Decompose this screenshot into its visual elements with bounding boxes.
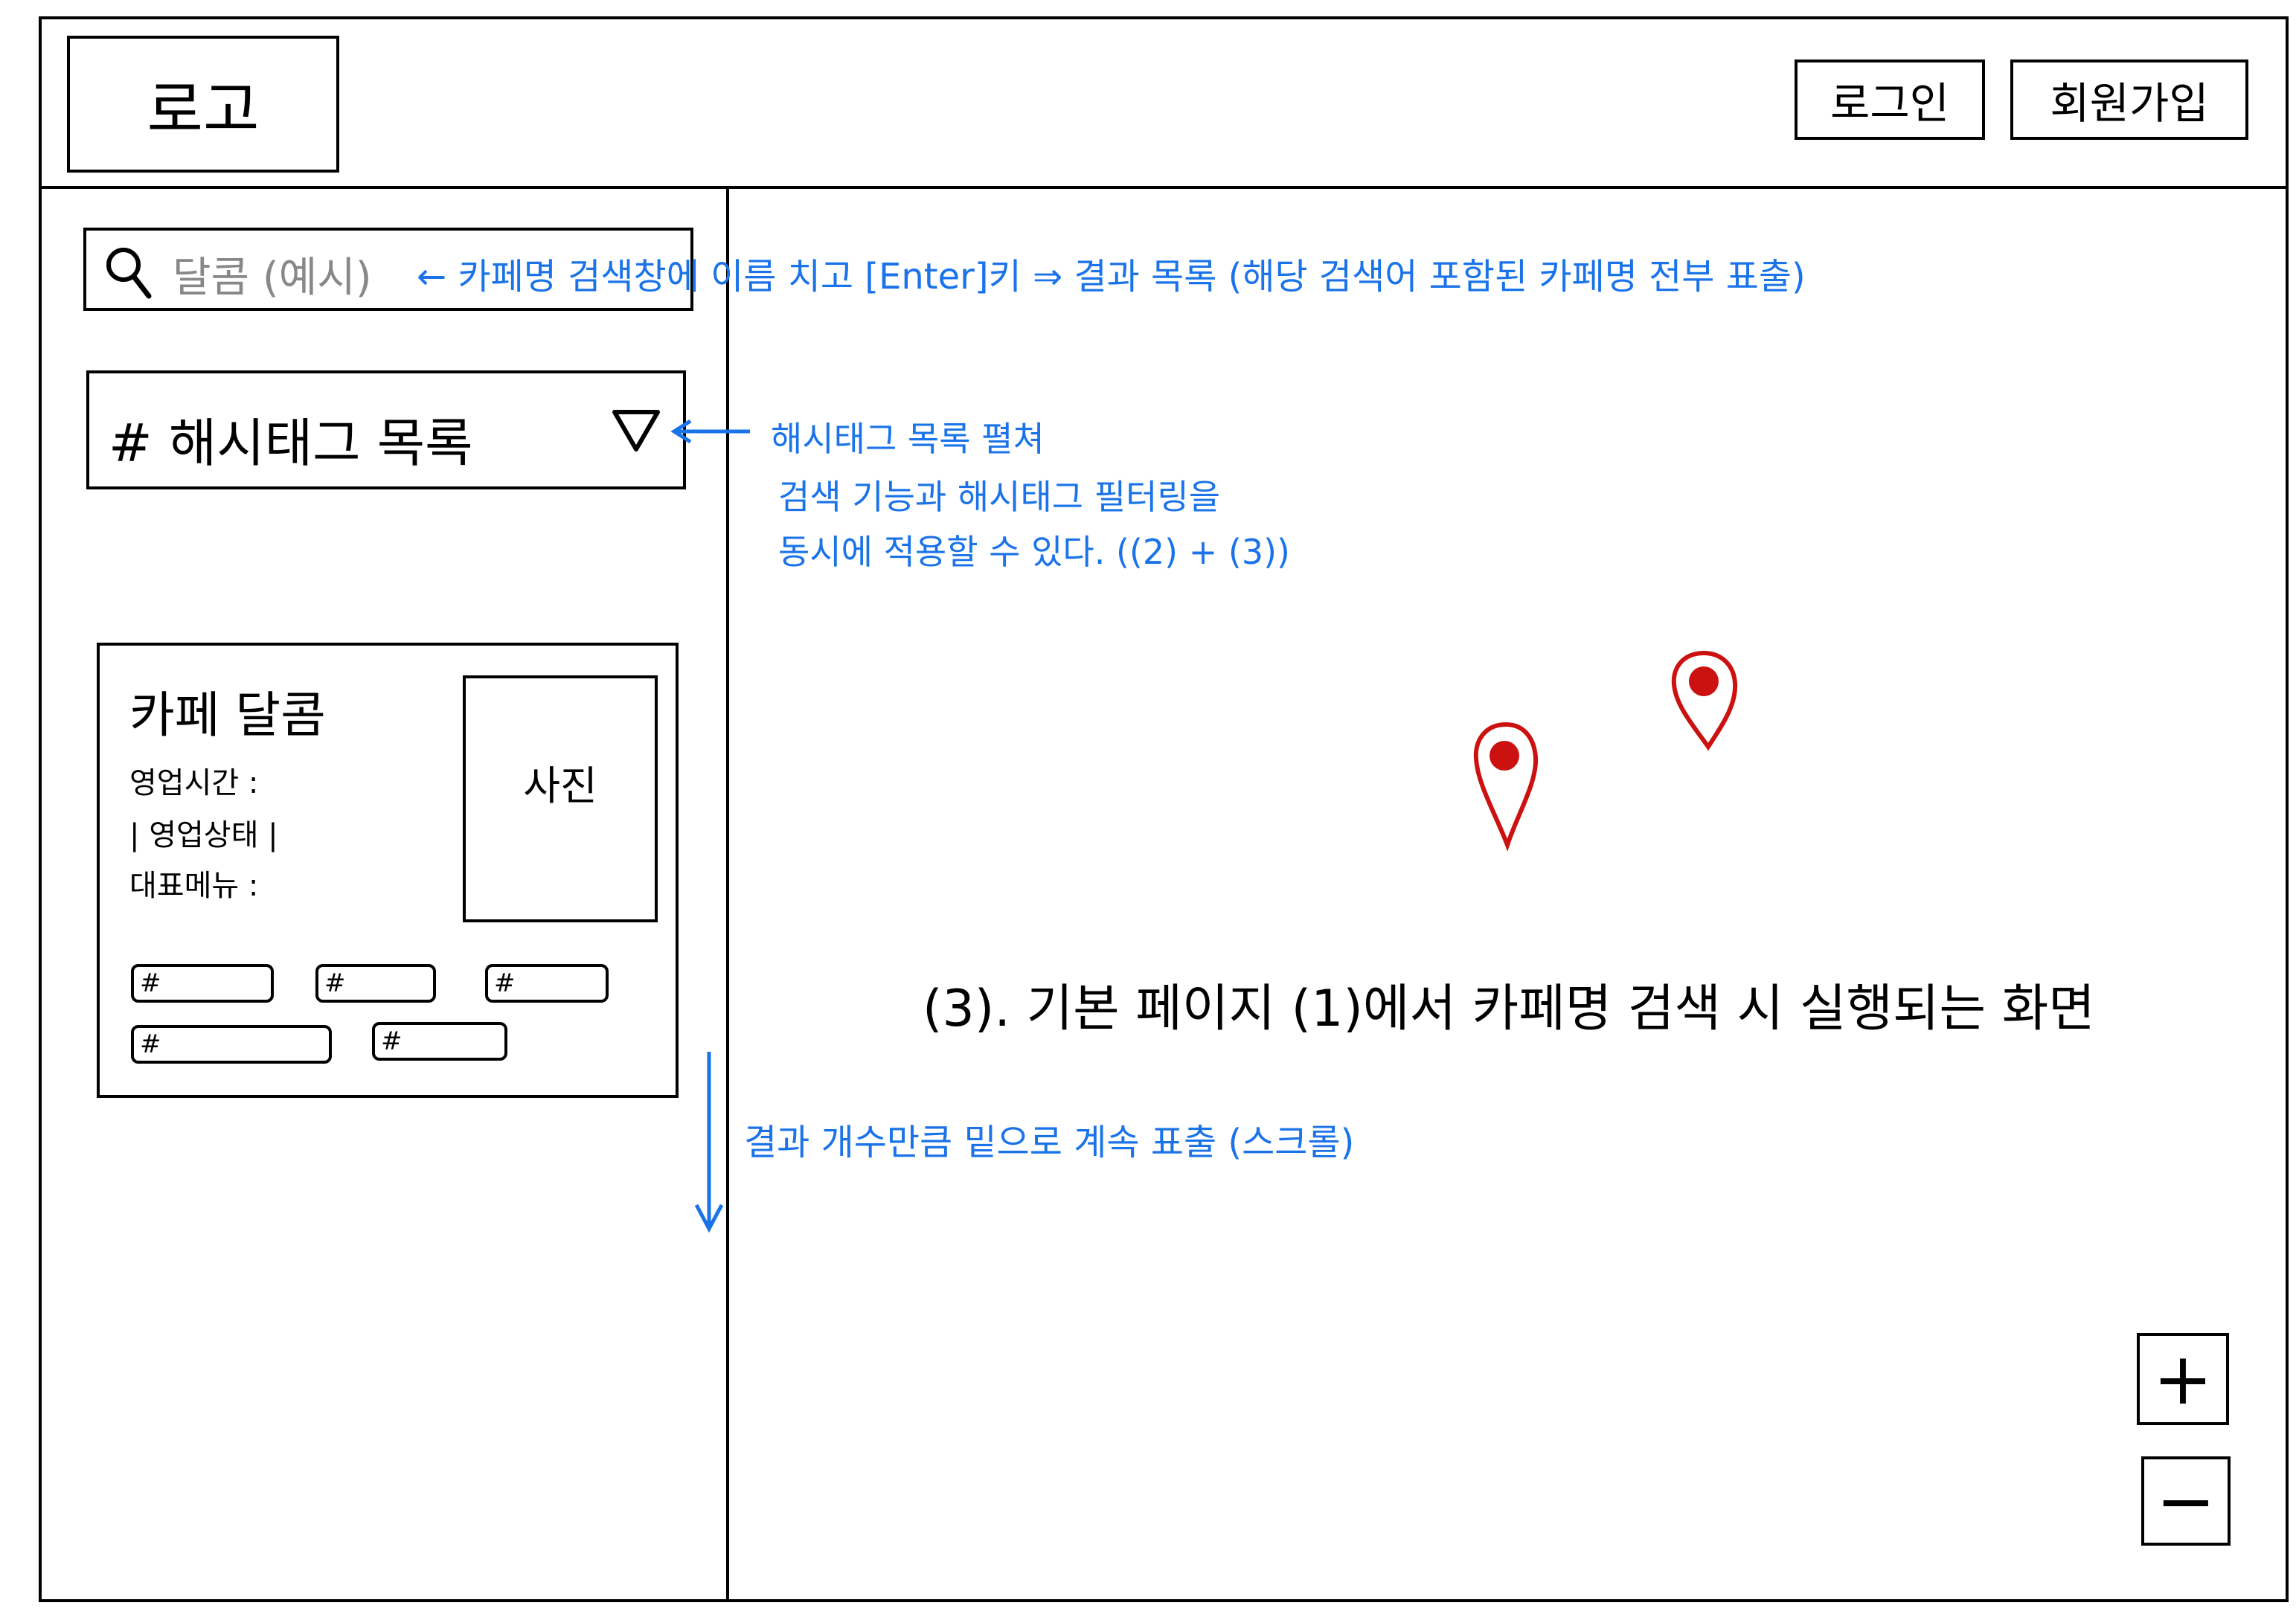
signup-button[interactable]: 회원가입 <box>2010 60 2248 140</box>
arrow-left-icon <box>670 419 750 444</box>
hashtag-annotation-line-1: 해시태그 목록 펼쳐 <box>771 419 1045 459</box>
login-button-label: 로그인 <box>1830 78 1950 129</box>
signup-button-label: 회원가입 <box>2050 78 2209 129</box>
zoom-in-button[interactable]: + <box>2137 1333 2229 1425</box>
cafe-card[interactable]: 카페 달콤 영업시간 : | 영업상태 | 대표메뉴 : 사진 # # # # … <box>97 643 679 1098</box>
scroll-annotation: 결과 개수만큼 밑으로 계속 표출 (스크롤) <box>744 1122 1355 1163</box>
search-annotation: ← 카페명 검색창에 이름 치고 [Enter]키 ⇒ 결과 목록 (해당 검색… <box>417 256 1806 298</box>
minus-icon: − <box>2155 1459 2216 1543</box>
search-icon <box>103 244 155 303</box>
cafe-name: 카페 달콤 <box>129 687 326 744</box>
sidebar-divider <box>726 187 729 1601</box>
cafe-hours: 영업시간 : <box>129 766 259 800</box>
zoom-out-button[interactable]: − <box>2141 1456 2231 1546</box>
search-input[interactable]: 달콤 (예시) <box>83 228 693 311</box>
hashtag-dropdown-label: # 해시태그 목록 <box>109 413 473 474</box>
cafe-photo: 사진 <box>463 675 658 922</box>
map-pin-icon[interactable] <box>1470 720 1542 851</box>
map-caption: (3). 기본 페이지 (1)에서 카페명 검색 시 실행되는 화면 <box>923 980 2095 1038</box>
hashtag-chip[interactable]: # <box>131 964 274 1003</box>
header-divider <box>39 186 2289 189</box>
map-pin-icon[interactable] <box>1667 649 1741 753</box>
hashtag-chip[interactable]: # <box>372 1022 507 1061</box>
hashtag-chip[interactable]: # <box>485 964 609 1003</box>
arrow-down-icon <box>694 1052 724 1233</box>
triangle-down-icon <box>610 406 662 457</box>
hashtag-chip[interactable]: # <box>315 964 436 1003</box>
cafe-menu: 대표메뉴 : <box>129 869 259 903</box>
hashtag-chip[interactable]: # <box>131 1025 332 1064</box>
hashtag-dropdown[interactable]: # 해시태그 목록 <box>86 370 686 489</box>
hashtag-annotation-line-3: 동시에 적용할 수 있다. ((2) + (3)) <box>778 532 1290 572</box>
cafe-photo-label: 사진 <box>523 762 597 809</box>
logo[interactable]: 로고 <box>67 36 339 173</box>
login-button[interactable]: 로그인 <box>1795 60 1985 140</box>
plus-icon: + <box>2152 1337 2213 1421</box>
hashtag-annotation-line-2: 검색 기능과 해시태그 필터링을 <box>778 477 1221 517</box>
logo-text: 로고 <box>147 74 260 146</box>
cafe-status: | 영업상태 | <box>129 818 278 852</box>
search-input-value: 달콤 (예시) <box>173 254 372 302</box>
